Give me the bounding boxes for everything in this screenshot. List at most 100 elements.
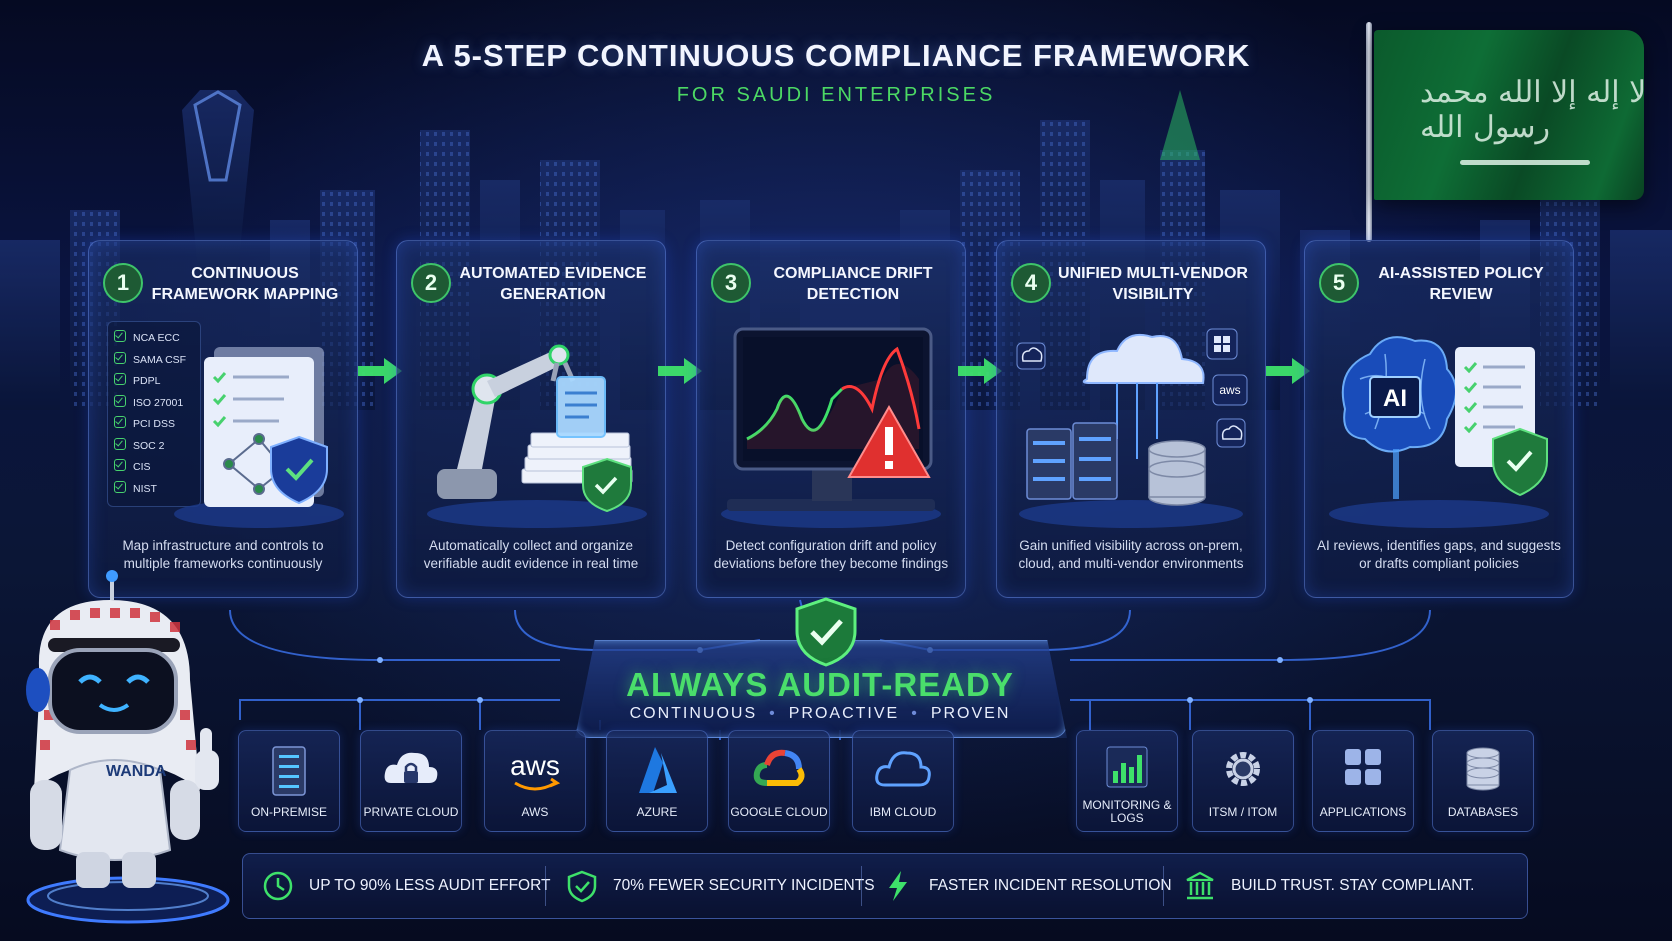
robotic-arm-evidence-illustration [427,344,647,528]
step-description: Gain unified visibility across on-prem, … [1018,538,1244,571]
vendor-tile-applications: APPLICATIONS [1312,730,1414,832]
divider [861,866,862,906]
framework-item: NIST [114,479,200,501]
benefit-item: BUILD TRUST. STAY COMPLIANT. [1183,854,1474,918]
ai-badge-text: AI [1383,385,1407,412]
step-number: 1 [103,263,143,303]
hub-tags: CONTINUOUS•PROACTIVE•PROVEN [629,705,1011,722]
lightning-icon [889,871,907,901]
step-card-1: 1 Continuous Framework Mapping NCA ECC S… [88,240,358,598]
arrow-right-icon [958,358,1002,384]
app-grid-icon [1345,749,1381,785]
wanda-robot-mascot [26,570,230,924]
framework-item: CIS [114,457,200,479]
vendor-tile-azure: AZURE [606,730,708,832]
vendor-label: APPLICATIONS [1319,805,1407,819]
framework-item: ISO 27001 [114,393,200,415]
step-description: AI reviews, identifies gaps, and suggest… [1317,538,1561,571]
vendor-label: PRIVATE CLOUD [363,805,459,819]
arrow-right-icon [358,358,402,384]
mascot-name: WANDA [106,763,167,780]
benefit-item: UP TO 90% LESS AUDIT EFFORT [261,854,550,918]
vendor-tile-private-cloud: PRIVATE CLOUD [360,730,462,832]
flag-pole [1366,22,1372,242]
vendor-label: AZURE [636,805,678,819]
vendor-tile-on-premise: ON-PREMISE [238,730,340,832]
vendor-label: IBM CLOUD [869,805,937,819]
step-description: Detect configuration drift and policy de… [713,538,949,571]
divider [1163,866,1164,906]
step-title: Automated Evidence Generation [459,265,647,303]
step-title: Compliance Drift Detection [773,265,933,303]
drift-detection-monitor-illustration [721,327,941,528]
framework-item: NCA ECC [114,328,200,350]
framework-item: SOC 2 [114,436,200,458]
vendor-label: AWS [521,805,549,819]
vendor-label: DATABASES [1447,805,1519,819]
ibm-cloud-icon [875,751,931,787]
saudi-flag [1374,30,1644,200]
vendor-tile-itsm: ITSM / ITOM [1192,730,1294,832]
vendor-tile-ibm-cloud: IBM CLOUD [852,730,954,832]
database-icon [1466,747,1500,791]
arrow-right-icon [1266,358,1310,384]
step-title: Continuous Framework Mapping [151,265,339,303]
gear-icon [1226,752,1260,786]
step-title: Unified Multi-Vendor Visibility [1058,265,1248,303]
step-number: 2 [411,263,451,303]
framework-item: SAMA CSF [114,350,200,372]
step-card-2: 2 Automated Evidence Generation Automati… [396,240,666,598]
benefit-item: 70% FEWER SECURITY INCIDENTS [565,854,875,918]
step-card-4: 4 Unified Multi-Vendor Visibility aws Ga… [996,240,1266,598]
step-card-3: 3 Compliance Drift Detection Detect conf… [696,240,966,598]
institution-icon [1186,871,1214,900]
benefit-text: FASTER INCIDENT RESOLUTION [929,877,1172,894]
flag-sword-icon [1460,160,1590,165]
framework-list: NCA ECC SAMA CSF PDPL ISO 27001 PCI DSS … [107,321,201,507]
azure-logo-icon [639,747,677,793]
hub-tag: CONTINUOUS [629,705,758,722]
ai-policy-review-illustration: AI [1329,336,1549,528]
framework-item: PDPL [114,371,200,393]
flag-inscription: لا إله إلا الله محمد رسول الله [1420,75,1647,145]
vendor-label: ITSM / ITOM [1208,805,1278,819]
step-card-5: 5 AI-Assisted Policy Review AI AI review… [1304,240,1574,598]
benefits-bar: UP TO 90% LESS AUDIT EFFORT 70% FEWER SE… [242,853,1528,919]
hub-tag: PROVEN [930,705,1011,722]
aws-badge-text: aws [1219,383,1240,397]
server-rack-icon [272,746,306,796]
vendor-tile-databases: DATABASES [1432,730,1534,832]
bar-chart-icon [1106,746,1148,788]
google-cloud-logo-icon [753,749,805,786]
shield-check-icon [795,597,857,667]
clock-icon [263,871,293,901]
step-description: Map infrastructure and controls to multi… [122,538,324,571]
aws-logo-text: aws [510,750,560,781]
step-number: 4 [1011,263,1051,303]
vendor-label: GOOGLE CLOUD [730,805,828,819]
step-title: AI-Assisted Policy Review [1378,265,1544,303]
benefit-text: 70% FEWER SECURITY INCIDENTS [613,877,875,894]
framework-mapping-illustration [174,347,344,528]
hub-title: Always Audit-Ready [626,666,1014,703]
arrow-right-icon [658,358,702,384]
page-title: A 5-STEP CONTINUOUS COMPLIANCE FRAMEWORK [421,38,1251,73]
vendor-label: MONITORING & LOGS [1082,798,1172,825]
benefit-text: BUILD TRUST. STAY COMPLIANT. [1231,877,1475,894]
page-subtitle: FOR SAUDI ENTERPRISES [676,84,996,106]
cloud-lock-icon [384,752,438,783]
vendor-tile-monitoring: MONITORING & LOGS [1076,730,1178,832]
divider [545,866,546,906]
vendor-tile-google-cloud: GOOGLE CLOUD [728,730,830,832]
benefit-text: UP TO 90% LESS AUDIT EFFORT [309,877,551,894]
shield-check-icon [567,870,597,903]
vendor-label: ON-PREMISE [250,805,327,819]
hub-tag: PROACTIVE [788,705,900,722]
framework-item: PCI DSS [114,414,200,436]
aws-logo-icon: aws [510,750,561,791]
step-number: 3 [711,263,751,303]
multi-vendor-visibility-illustration: aws [1016,328,1248,528]
step-description: Automatically collect and organize verif… [423,538,639,571]
step-number: 5 [1319,263,1359,303]
benefit-item: FASTER INCIDENT RESOLUTION [881,854,1172,918]
